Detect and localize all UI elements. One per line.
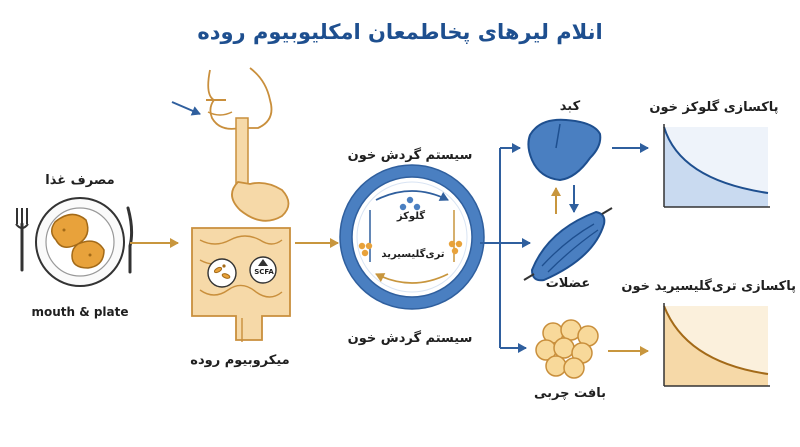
blood-circulation-top-label: سیستم گردش خون — [347, 148, 473, 163]
liver-icon — [527, 118, 602, 182]
branch-arrows — [480, 143, 531, 353]
triglyceride-clearance-label: پاکسازی تری‌گلیسیرید خون — [621, 279, 796, 294]
esophagus-icon — [235, 117, 249, 187]
head-outline-icon — [206, 67, 273, 130]
stomach-icon — [231, 181, 290, 222]
glucose-clearance-chart — [663, 124, 770, 208]
scfa-label: SCFA — [254, 268, 274, 276]
bacteria-icon — [207, 258, 237, 288]
diagram-title: انلام لیرهای پخاطمعان امکلیوبیوم روده — [197, 20, 603, 44]
triglyceride-clearance-chart — [663, 303, 770, 387]
triglyceride-molecules-icon — [358, 240, 463, 257]
mouth-plate-label: mouth & plate — [31, 305, 129, 319]
glucose-clearance-label: پاکسازی گلوکز خون — [649, 100, 779, 115]
blood-circulation-bottom-label: سیستم گردش خون — [347, 331, 473, 346]
plate-icon — [15, 197, 134, 287]
triglyceride-label: تری‌گلیسیرید — [381, 249, 445, 260]
arrow-intake — [171, 101, 201, 116]
muscle-icon — [523, 207, 613, 282]
intestines-icon — [191, 227, 291, 342]
glucose-molecules-icon — [399, 196, 421, 211]
scfa-badge — [249, 256, 277, 284]
muscle-label: عضلات — [545, 276, 591, 291]
food-intake-label: مصرف غذا — [45, 173, 115, 188]
gut-microbiome-label: میکروبیوم روده — [190, 353, 290, 368]
liver-label: کبد — [559, 99, 581, 114]
blood-circulation-ring — [339, 164, 485, 310]
adipose-tissue-icon — [535, 319, 599, 379]
fork-icon — [15, 208, 29, 272]
adipose-label: بافت چربی — [533, 386, 607, 401]
glucose-label: گلوکز — [396, 211, 426, 222]
knife-icon — [126, 206, 134, 274]
